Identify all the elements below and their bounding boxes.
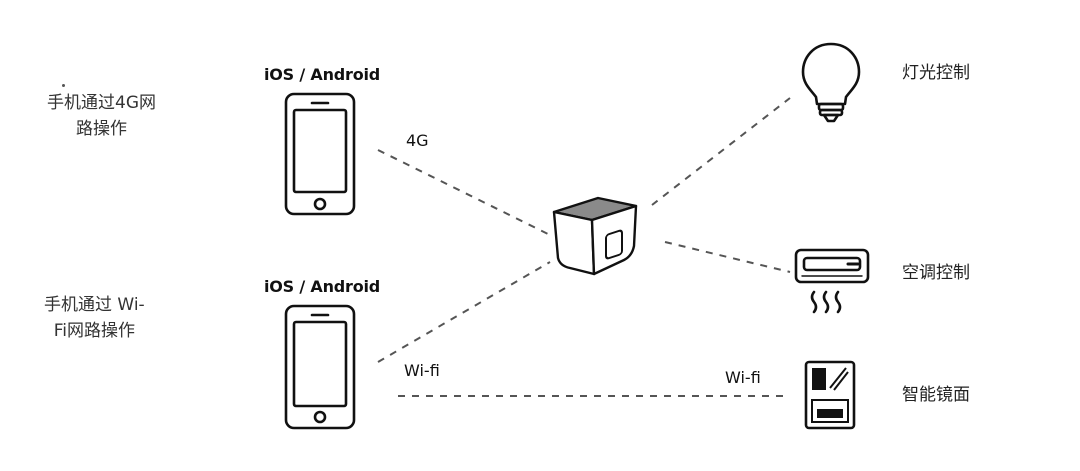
link-hub-to-light — [651, 97, 791, 206]
air-conditioner-icon — [794, 248, 870, 314]
link-label-wifi-left: Wi-fi — [404, 361, 440, 380]
note-wifi-operation: 手机通过 Wi- Fi网路操作 — [44, 292, 145, 344]
phone-bottom-icon — [284, 304, 356, 430]
note-wifi-line1: 手机通过 Wi- — [44, 295, 145, 315]
device-label-light: 灯光控制 — [902, 63, 970, 83]
phone-top-icon — [284, 92, 356, 216]
smart-hub-icon — [552, 196, 638, 276]
note-4g-operation: 手机通过4G网 路操作 — [47, 90, 156, 142]
light-bulb-icon — [801, 42, 861, 123]
link-hub-to-ac — [664, 241, 791, 273]
link-label-wifi-right: Wi-fi — [725, 368, 761, 387]
note-4g-line1: 手机通过4G网 — [47, 93, 156, 113]
link-4g-phone-to-hub — [377, 149, 551, 236]
note-4g-line2: 路操作 — [76, 119, 127, 139]
device-label-ac: 空调控制 — [902, 263, 970, 283]
stray-dot — [62, 84, 65, 87]
os-label-top: iOS / Android — [264, 65, 381, 84]
device-label-mirror: 智能镜面 — [902, 385, 970, 405]
note-wifi-line2: Fi网路操作 — [53, 321, 135, 341]
smart-mirror-icon — [804, 360, 856, 430]
link-wifi-phone-to-hub — [377, 261, 551, 363]
link-label-4g: 4G — [406, 131, 429, 150]
os-label-bottom: iOS / Android — [264, 277, 381, 296]
